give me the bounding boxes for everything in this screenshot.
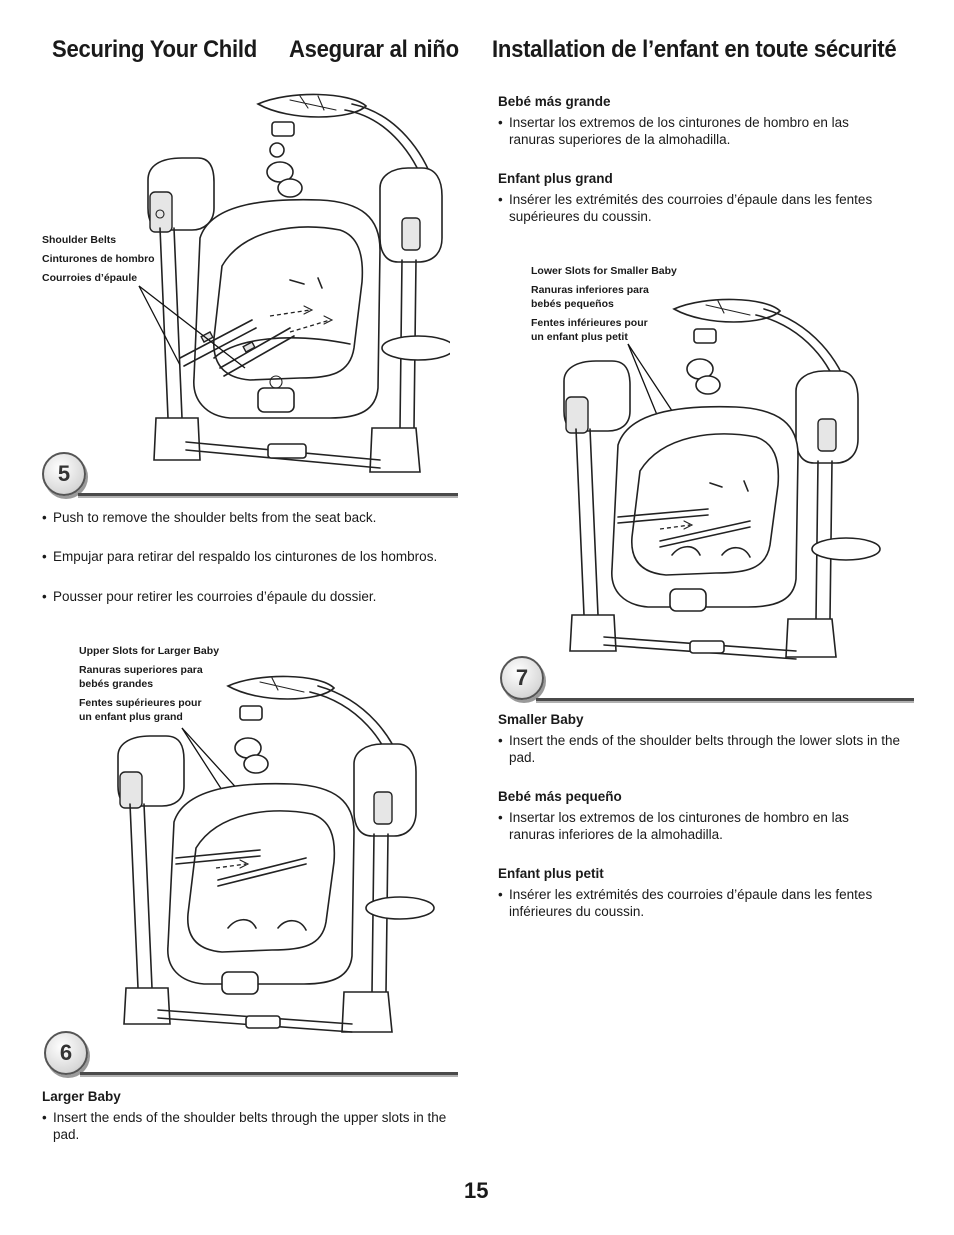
- step-number-7: 7: [500, 656, 544, 700]
- shoulder-belts-label: Shoulder Belts Cinturones de hombro Cour…: [42, 233, 155, 285]
- bebe-grande-text: Insertar los extremos de los cinturones …: [498, 114, 893, 148]
- enfant-grand-heading: Enfant plus grand: [498, 171, 613, 186]
- page-number: 15: [464, 1178, 489, 1203]
- label-line: un enfant plus grand: [79, 711, 183, 723]
- swing-illustration-step7: [563, 298, 881, 660]
- smaller-baby-text: Insert the ends of the shoulder belts th…: [498, 732, 903, 766]
- smaller-baby-block: Smaller Baby Insert the ends of the shou…: [498, 711, 903, 766]
- enfant-grand-block: Enfant plus grand Insérer les extrémités…: [498, 170, 893, 225]
- bebe-pequeno-block: Bebé más pequeño Insertar los extremos d…: [498, 788, 893, 843]
- label-line: Cinturones de hombro: [42, 253, 155, 265]
- swing-illustration-step5: [147, 93, 450, 473]
- label-line: Fentes inférieures pour: [531, 317, 648, 329]
- label-line: Lower Slots for Smaller Baby: [531, 265, 677, 277]
- larger-baby-heading: Larger Baby: [42, 1089, 121, 1104]
- enfant-grand-text: Insérer les extrémités des courroies d’é…: [498, 191, 893, 225]
- enfant-petit-text: Insérer les extrémités des courroies d’é…: [498, 886, 893, 920]
- title-english: Securing Your Child: [52, 36, 257, 63]
- bebe-grande-heading: Bebé más grande: [498, 94, 611, 109]
- step5-divider: [78, 493, 458, 496]
- step-number-5: 5: [42, 452, 86, 496]
- bebe-grande-block: Bebé más grande Insertar los extremos de…: [498, 93, 893, 148]
- larger-baby-block: Larger Baby Insert the ends of the shoul…: [42, 1088, 452, 1143]
- instruction-es: Empujar para retirar del respaldo los ci…: [42, 548, 462, 565]
- instruction-en: Push to remove the shoulder belts from t…: [42, 509, 462, 526]
- smaller-baby-heading: Smaller Baby: [498, 712, 584, 727]
- larger-baby-text: Insert the ends of the shoulder belts th…: [42, 1109, 452, 1143]
- label-line: Ranuras inferiores para: [531, 284, 649, 296]
- label-line: bebés grandes: [79, 678, 154, 690]
- label-line: Fentes supérieures pour: [79, 697, 202, 709]
- label-line: Upper Slots for Larger Baby: [79, 645, 220, 657]
- enfant-petit-block: Enfant plus petit Insérer les extrémités…: [498, 865, 893, 920]
- label-line: un enfant plus petit: [531, 331, 628, 343]
- instruction-fr: Pousser pour retirer les courroies d’épa…: [42, 588, 462, 605]
- step6-divider: [80, 1072, 458, 1075]
- step7-divider: [536, 698, 914, 701]
- title-french: Installation de l’enfant en toute sécuri…: [492, 36, 897, 63]
- step-number-6: 6: [44, 1031, 88, 1075]
- upper-slots-label: Upper Slots for Larger Baby Ranuras supe…: [79, 644, 219, 724]
- bebe-pequeno-heading: Bebé más pequeño: [498, 789, 622, 804]
- step5-instructions: Push to remove the shoulder belts from t…: [42, 509, 462, 605]
- swing-illustration-step6: [117, 675, 435, 1033]
- label-line: Ranuras superiores para: [79, 664, 203, 676]
- label-line: Shoulder Belts: [42, 234, 117, 246]
- title-spanish: Asegurar al niño: [289, 36, 459, 63]
- label-line: Courroies d’épaule: [42, 272, 138, 284]
- lower-slots-label: Lower Slots for Smaller Baby Ranuras inf…: [531, 264, 677, 344]
- bebe-pequeno-text: Insertar los extremos de los cinturones …: [498, 809, 893, 843]
- enfant-petit-heading: Enfant plus petit: [498, 866, 604, 881]
- label-line: bebés pequeños: [531, 298, 614, 310]
